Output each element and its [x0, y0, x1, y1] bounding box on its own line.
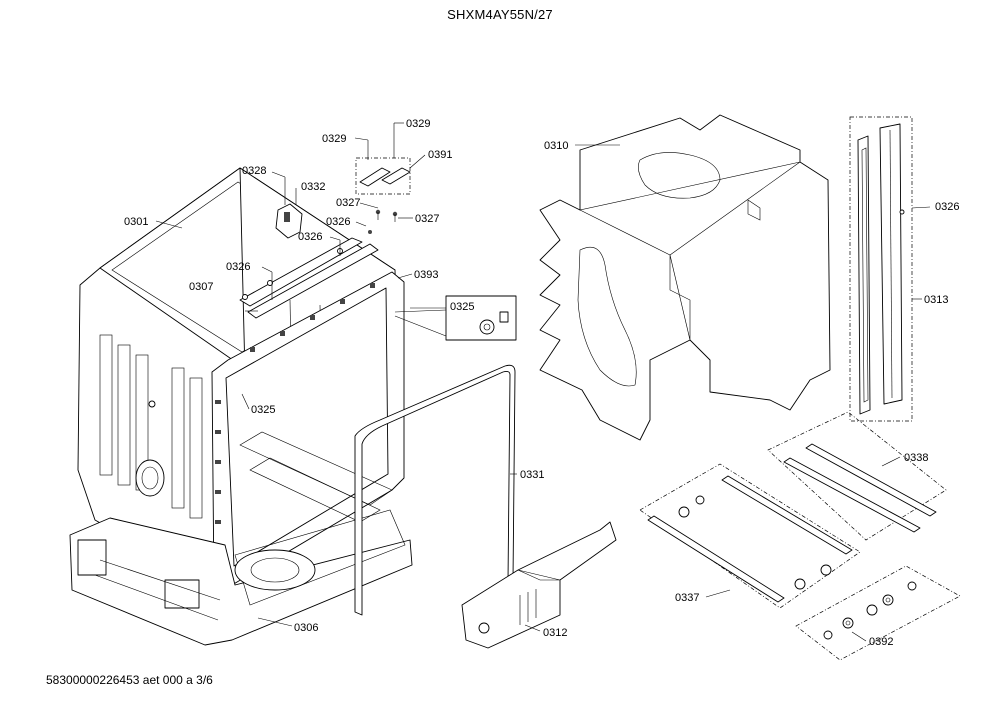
callout-0337: 0337 — [675, 592, 699, 604]
top-cover-rails[interactable] — [239, 237, 379, 319]
side-trim-strips[interactable] — [849, 116, 913, 422]
leader-lines — [155, 122, 931, 642]
callout-0326-left: 0326 — [226, 261, 250, 273]
door-gasket[interactable] — [354, 364, 516, 616]
callout-0326-upper: 0326 — [326, 216, 350, 228]
callout-0325-seal: 0325 — [450, 301, 474, 313]
callout-0313: 0313 — [924, 294, 948, 306]
base-assembly[interactable] — [69, 509, 413, 646]
hinge-bracket[interactable] — [275, 203, 303, 239]
callout-0332: 0332 — [301, 181, 325, 193]
insulation-blanket[interactable] — [539, 114, 831, 441]
callout-0329-left: 0329 — [322, 133, 346, 145]
hardware-group[interactable] — [795, 565, 961, 661]
callout-0328: 0328 — [242, 165, 266, 177]
callout-0301: 0301 — [124, 216, 148, 228]
callout-0310: 0310 — [544, 140, 568, 152]
callout-0392: 0392 — [869, 636, 893, 648]
callout-0326-middle: 0326 — [298, 231, 322, 243]
callout-0306: 0306 — [294, 622, 318, 634]
seal-detail-box[interactable] — [394, 295, 517, 341]
callout-0307: 0307 — [189, 281, 213, 293]
callout-0393: 0393 — [414, 269, 438, 281]
model-title: SHXM4AY55N/27 — [447, 7, 553, 22]
callout-0391: 0391 — [428, 149, 452, 161]
callout-0329-right: 0329 — [406, 118, 430, 130]
rail-group-lower[interactable] — [639, 463, 861, 609]
callout-0325-frame: 0325 — [251, 404, 275, 416]
kickplate-panel[interactable] — [461, 521, 617, 649]
callout-0312: 0312 — [543, 627, 567, 639]
callout-0331: 0331 — [520, 469, 544, 481]
document-reference: 58300000226453 aet 000 a 3/6 — [46, 673, 213, 687]
tub-assembly[interactable] — [77, 167, 405, 591]
top-clip-group[interactable] — [355, 157, 411, 234]
callout-0326-right: 0326 — [935, 201, 959, 213]
callout-0327-right: 0327 — [415, 213, 439, 225]
callout-0327-left: 0327 — [336, 197, 360, 209]
callout-0338: 0338 — [904, 452, 928, 464]
rail-group-upper[interactable] — [767, 411, 947, 541]
